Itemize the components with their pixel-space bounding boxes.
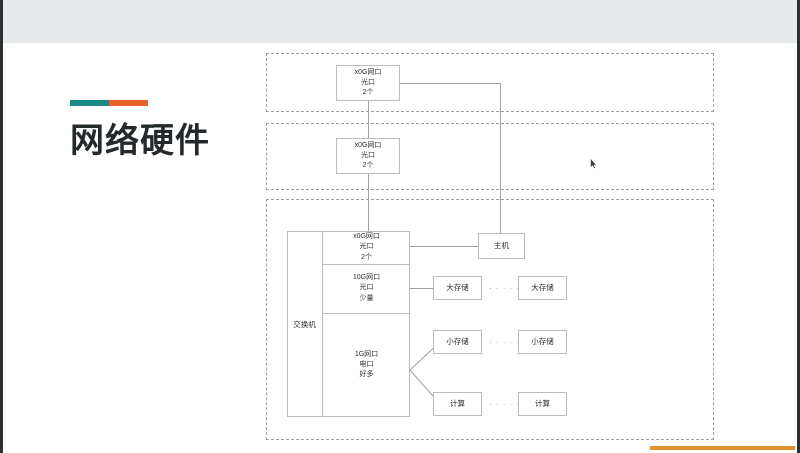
- node-small-storage-1[interactable]: 小存储: [433, 330, 482, 354]
- node-core-switch-port[interactable]: x0G网口 光口 2个: [336, 65, 400, 101]
- switch-chassis[interactable]: [287, 231, 410, 417]
- ellipsis-small-storage: · · · · · ·: [489, 338, 528, 347]
- port-cell-1g[interactable]: 1G网口 电口 好多: [354, 350, 379, 379]
- layer-access: [266, 199, 714, 440]
- port-cell-uplink[interactable]: x0G网口 光口 2个: [353, 233, 380, 261]
- node-big-storage-1[interactable]: 大存储: [433, 276, 482, 300]
- mouse-cursor-icon: [590, 158, 597, 169]
- ellipsis-big-storage: · · · · · ·: [489, 284, 528, 293]
- accent-bar: [70, 100, 148, 106]
- accent-bar-orange: [109, 100, 148, 106]
- connector-core-to-host-h: [400, 83, 500, 84]
- port-divider-2: [323, 313, 410, 314]
- title-block: 网络硬件: [70, 100, 250, 158]
- layer-core: [266, 53, 714, 112]
- window-left-edge: [0, 0, 3, 453]
- port-cell-10g[interactable]: 10G网口 光口 少量: [352, 274, 381, 302]
- ellipsis-compute: · · · · · ·: [489, 400, 528, 409]
- page-title: 网络硬件: [70, 122, 210, 160]
- connector-10g-to-bigstorage: [410, 288, 433, 289]
- window-right-edge: [797, 0, 800, 453]
- port-divider-1: [323, 264, 410, 265]
- node-compute-1[interactable]: 计算: [433, 392, 482, 416]
- layer-aggregation: [266, 123, 714, 190]
- switch-label: 交换机: [287, 231, 323, 417]
- connector-core-to-agg: [368, 101, 369, 142]
- connector-agg-to-switch: [368, 174, 369, 231]
- node-host[interactable]: 主机: [478, 233, 525, 259]
- node-small-storage-2[interactable]: 小存储: [518, 330, 567, 354]
- slide-top-band: [0, 0, 800, 43]
- connector-uplink-to-host: [410, 246, 478, 247]
- node-big-storage-2[interactable]: 大存储: [518, 276, 567, 300]
- accent-bar-teal: [70, 100, 109, 106]
- node-compute-2[interactable]: 计算: [518, 392, 567, 416]
- node-agg-switch-port[interactable]: x0G网口 光口 2个: [336, 138, 400, 174]
- connector-core-to-host-v: [500, 83, 501, 233]
- slide-progress-bar: [650, 446, 795, 450]
